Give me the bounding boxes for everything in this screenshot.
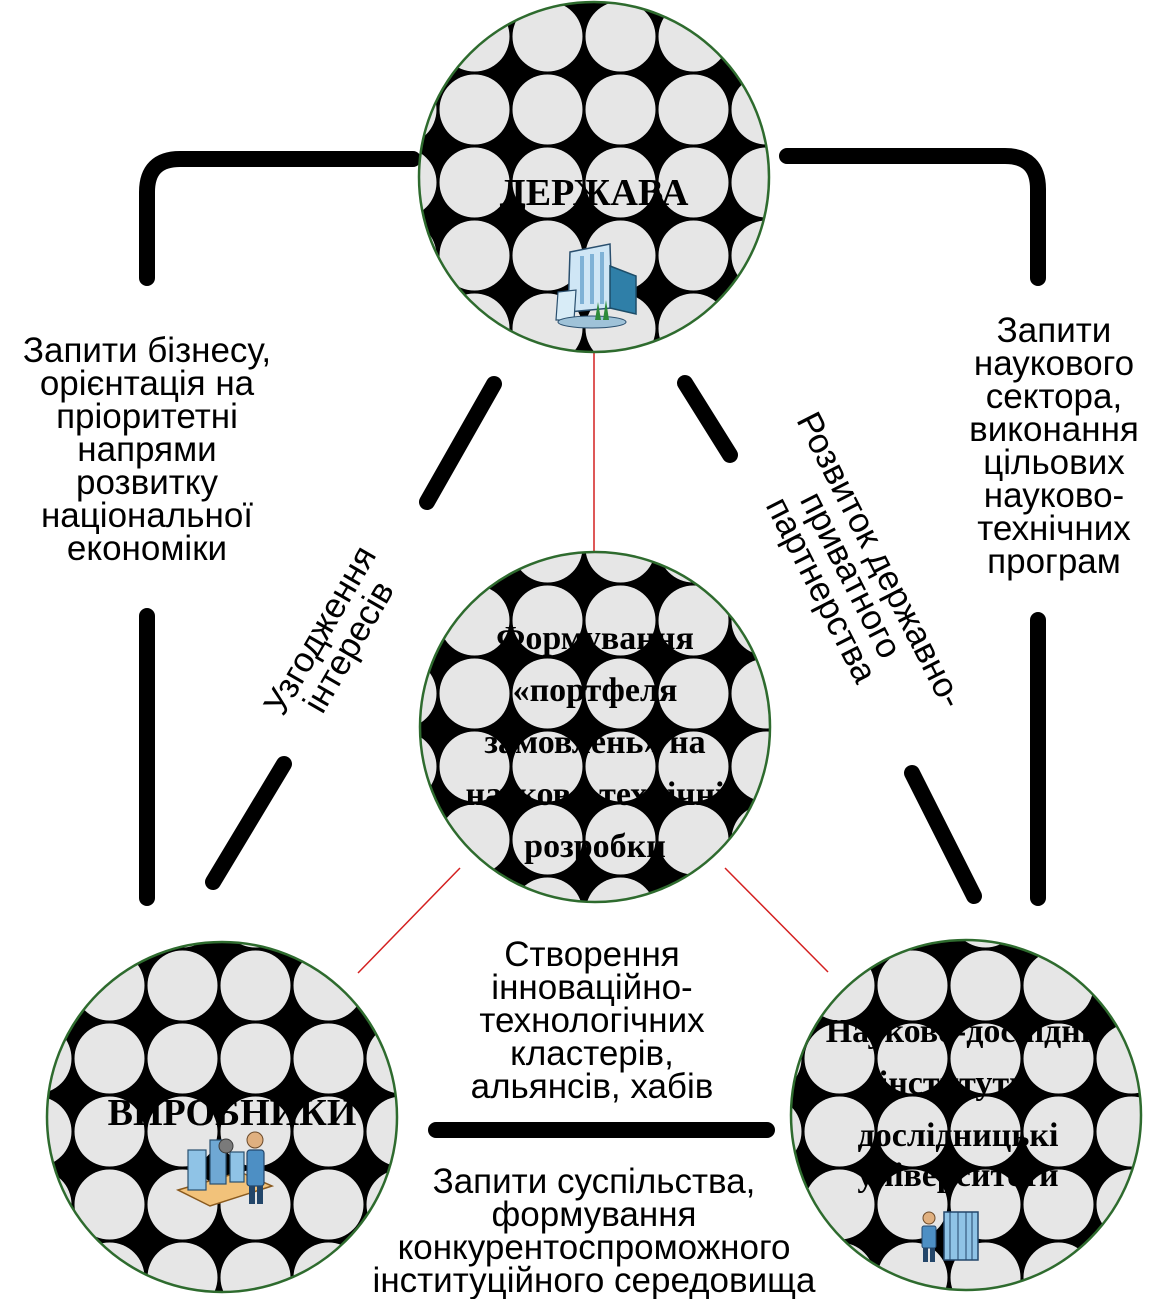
label-right: Запити наукового сектора, виконання ціль… bbox=[969, 311, 1139, 581]
node-research-title-line-1: Науково-дослідні bbox=[826, 1013, 1091, 1050]
node-research-title-line-2: інститути, bbox=[879, 1065, 1037, 1102]
connector-top-left-frame bbox=[139, 151, 421, 286]
node-research-fill bbox=[791, 940, 1141, 1290]
label-left-line-4: напрями bbox=[77, 430, 216, 469]
label-right-line-2: наукового bbox=[974, 344, 1134, 383]
label-right-line-8: програм bbox=[987, 542, 1121, 581]
label-bottom-line-4: інституційного середовища bbox=[373, 1261, 816, 1299]
node-research-title-line-3: дослідницькі bbox=[858, 1117, 1059, 1154]
label-right-line-3: сектора, bbox=[986, 377, 1122, 416]
label-left-line-6: національної bbox=[41, 496, 253, 535]
connector-state-research-upper bbox=[677, 375, 738, 463]
government-building-icon bbox=[555, 243, 637, 329]
node-research: Науково-дослідні інститути, дослідницькі… bbox=[789, 938, 1143, 1292]
node-state-border bbox=[417, 0, 771, 354]
factory-worker-icon bbox=[175, 1131, 275, 1207]
node-portfolio-title-line-5: розробки bbox=[524, 828, 666, 865]
label-right-line-6: науково- bbox=[984, 476, 1124, 515]
label-bottom: Запити суспільства, формування конкурент… bbox=[373, 1162, 816, 1299]
node-research-title-line-4: університети bbox=[857, 1157, 1058, 1194]
connector-portfolio-producers bbox=[357, 867, 461, 974]
label-bottom-center: Створення інноваційно- технологічних кла… bbox=[471, 935, 714, 1106]
label-bottom-center-line-3: технологічних bbox=[479, 1001, 705, 1040]
node-portfolio-title-line-3: замовлень» на bbox=[484, 724, 705, 761]
node-state: ДЕРЖАВА bbox=[417, 0, 771, 354]
node-portfolio-fill bbox=[420, 552, 770, 902]
node-state-title: ДЕРЖАВА bbox=[500, 172, 689, 214]
node-portfolio-title-line-1: Формування bbox=[496, 620, 694, 657]
connector-state-research-lower bbox=[904, 765, 982, 904]
label-right-line-5: цільових bbox=[983, 443, 1125, 482]
node-state-fill bbox=[419, 2, 769, 352]
label-left-line-7: економіки bbox=[67, 529, 227, 568]
connector-state-producers-upper bbox=[419, 376, 502, 510]
label-bottom-line-2: формування bbox=[492, 1195, 697, 1234]
label-right-line-4: виконання bbox=[969, 410, 1139, 449]
label-bottom-center-line-2: інноваційно- bbox=[491, 968, 692, 1007]
node-portfolio-title-line-4: науково-технічні bbox=[466, 776, 725, 813]
node-portfolio: Формування «портфеля замовлень» на науко… bbox=[418, 550, 772, 904]
node-producers-fill bbox=[47, 942, 397, 1292]
label-left: Запити бізнесу, орієнтація на пріоритетн… bbox=[23, 331, 271, 568]
node-portfolio-title-line-2: «портфеля bbox=[513, 672, 678, 709]
node-producers: ВИРОБНИКИ bbox=[45, 940, 399, 1294]
connector-portfolio-research bbox=[724, 867, 829, 973]
red-connectors bbox=[357, 352, 829, 974]
black-connectors bbox=[139, 148, 1046, 1138]
label-right-line-7: технічних bbox=[977, 509, 1131, 548]
label-bottom-center-line-1: Створення bbox=[504, 935, 680, 974]
node-portfolio-border bbox=[418, 550, 772, 904]
label-left-line-2: орієнтація на bbox=[40, 364, 255, 403]
label-bottom-line-3: конкурентоспроможного bbox=[398, 1228, 791, 1267]
label-left-line-5: розвитку bbox=[76, 463, 218, 502]
label-bottom-line-1: Запити суспільства, bbox=[433, 1162, 756, 1201]
node-producers-border bbox=[45, 940, 399, 1294]
server-operator-icon bbox=[921, 1211, 979, 1262]
connector-top-right-frame bbox=[779, 148, 1046, 286]
label-left-line-3: пріоритетні bbox=[56, 397, 238, 436]
node-producers-title: ВИРОБНИКИ bbox=[108, 1092, 357, 1134]
label-bottom-center-line-4: кластерів, bbox=[510, 1034, 674, 1073]
label-diagonal-left: Узгодження інтересів bbox=[256, 539, 402, 721]
label-right-line-1: Запити bbox=[997, 311, 1112, 350]
node-research-border bbox=[789, 938, 1143, 1292]
label-left-line-1: Запити бізнесу, bbox=[23, 331, 271, 370]
label-bottom-center-line-5: альянсів, хабів bbox=[471, 1067, 714, 1106]
connector-state-producers-lower bbox=[205, 756, 292, 890]
